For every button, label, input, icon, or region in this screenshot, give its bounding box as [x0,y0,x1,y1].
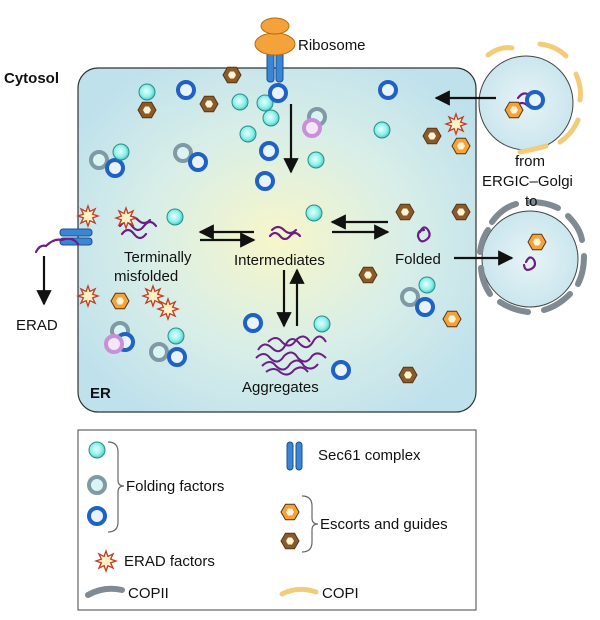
cyan-disc-icon [88,441,106,459]
brown-hexagon-icon [395,203,415,221]
orange-hexagon-icon [527,233,547,251]
blue-ring-icon [167,347,187,367]
intermediates-label: Intermediates [234,252,325,269]
legend-sec61-icon [286,441,303,471]
brown-hexagon-icon [137,101,157,119]
pathway-arrows [36,90,514,328]
ergic-golgi-label: ERGIC–Golgi [482,173,573,190]
blue-ring-icon [378,80,398,100]
cyan-disc-icon [231,93,249,111]
copi-coat [485,41,583,155]
cyan-disc-icon [373,121,391,139]
orange-hexagon-icon [442,310,462,328]
legend-copii-icon [85,585,125,598]
blue-ring-icon [525,90,545,110]
grey-teal-ring-icon [149,342,169,362]
brown-hexagon-icon [222,66,242,84]
legend-escorts: Escorts and guides [320,516,448,533]
red-star-icon [76,284,100,308]
cyan-disc-icon [167,327,185,345]
red-star-icon [141,284,165,308]
red-star-icon [114,206,138,230]
red-star-icon [156,297,180,321]
red-star-icon [76,204,100,228]
escorts-bracket [301,495,319,553]
grey-teal-ring-icon [89,150,109,170]
legend-copi: COPI [322,585,359,602]
cyan-disc-icon [262,109,280,127]
blue-ring-icon [176,80,196,100]
blue-ring-icon [243,313,263,333]
brown-hexagon-icon [199,95,219,113]
brown-hexagon-icon [451,203,471,221]
brown-hexagon-icon [280,532,300,550]
cyan-disc-icon [305,204,323,222]
legend-box [77,429,477,611]
orange-hexagon-icon [504,101,524,119]
erad-label: ERAD [16,317,58,334]
to-label: to [525,193,538,210]
cyan-disc-icon [112,143,130,161]
legend-copi-icon [279,586,319,597]
aggregates-tangle [255,335,327,376]
blue-ring-icon [255,171,275,191]
grey-teal-ring-icon [173,143,193,163]
cyan-disc-icon [138,83,156,101]
cyan-disc-icon [239,125,257,143]
ribosome-label: Ribosome [298,37,366,54]
terminally-label: Terminally [124,249,192,266]
factor-molecules [76,66,547,384]
brown-hexagon-icon [422,127,442,145]
cyan-disc-icon [256,94,274,112]
ribosome-icon [254,17,296,56]
aggregates-label: Aggregates [242,379,319,396]
er-label: ER [90,385,111,402]
cyan-disc-icon [313,315,331,333]
brown-hexagon-icon [398,366,418,384]
blue-ring-icon [415,297,435,317]
brown-hexagon-icon [358,266,378,284]
undefined-icon [104,334,124,354]
legend-erad-factors: ERAD factors [124,553,215,570]
copii-coat [477,199,587,315]
blue-ring-icon [87,506,107,526]
misfolded-label: misfolded [114,268,178,285]
grey-teal-ring-icon [400,287,420,307]
orange-hexagon-icon [451,137,471,155]
blue-ring-icon [188,152,208,172]
legend-sec61: Sec61 complex [318,447,421,464]
folded-label: Folded [395,251,441,268]
legend-copii: COPII [128,585,169,602]
blue-ring-icon [105,158,125,178]
legend-icons [87,441,300,573]
red-star-icon [444,112,468,136]
blue-ring-icon [259,141,279,161]
cyan-disc-icon [307,151,325,169]
from-label: from [515,153,545,170]
red-star-icon [94,549,118,573]
orange-hexagon-icon [280,503,300,521]
blue-ring-icon [331,360,351,380]
cyan-disc-icon [166,208,184,226]
legend-folding-factors: Folding factors [126,478,224,495]
folding-factors-bracket [107,441,125,533]
undefined-icon [302,118,322,138]
cyan-disc-icon [418,276,436,294]
grey-teal-ring-icon [87,475,107,495]
cytosol-label: Cytosol [4,70,59,87]
blue-ring-icon [268,83,288,103]
orange-hexagon-icon [110,292,130,310]
